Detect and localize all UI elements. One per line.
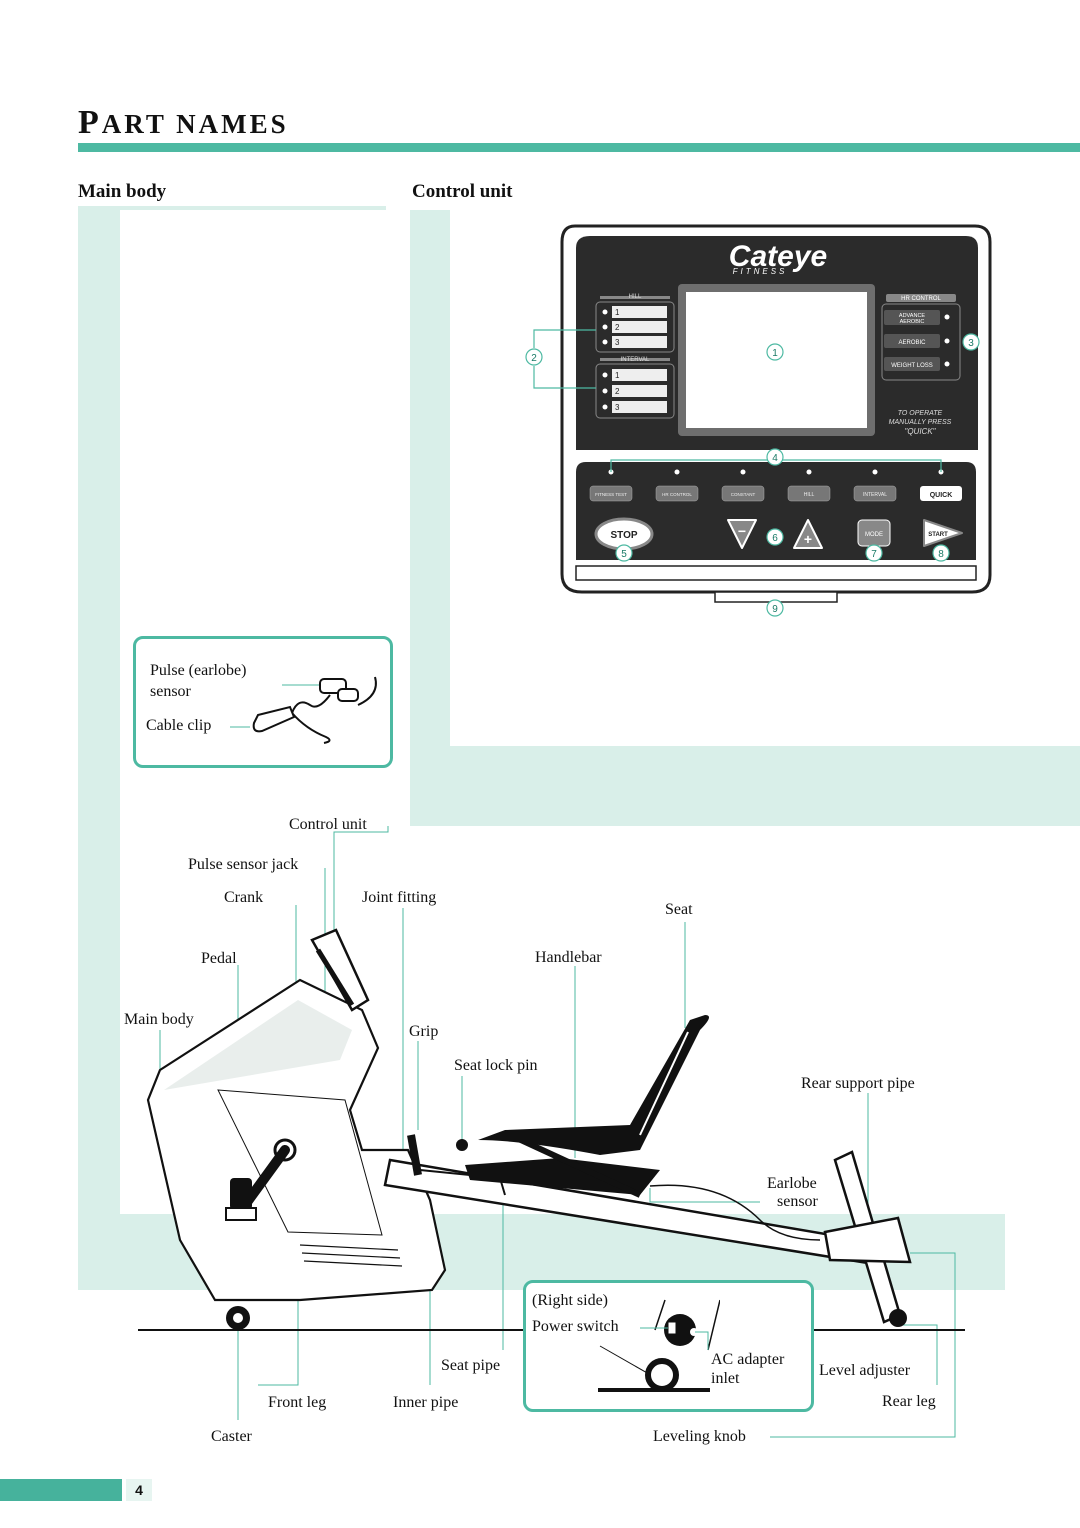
main-body-heading: Main body — [78, 181, 167, 202]
svg-text:2: 2 — [615, 387, 620, 396]
control-unit-heading: Control unit — [412, 181, 513, 202]
svg-text:FITNESS TEST: FITNESS TEST — [595, 492, 627, 497]
power-switch-label: Power switch — [532, 1318, 619, 1335]
main-body-label: Main body — [124, 1011, 194, 1028]
svg-text:STOP: STOP — [610, 530, 637, 541]
right-side-label: (Right side) — [532, 1292, 608, 1309]
svg-text:2: 2 — [531, 353, 537, 364]
earlobe-sensor-drawing — [230, 676, 377, 744]
front-leg-label: Front leg — [268, 1394, 327, 1411]
rear-leg-label: Rear leg — [882, 1393, 936, 1410]
svg-text:6: 6 — [772, 533, 778, 544]
svg-text:INTERVAL: INTERVAL — [621, 357, 650, 363]
svg-text:WEIGHT LOSS: WEIGHT LOSS — [891, 363, 933, 369]
svg-text:3: 3 — [615, 403, 620, 412]
grip-label: Grip — [409, 1023, 439, 1040]
svg-text:HILL: HILL — [804, 492, 815, 498]
svg-text:1: 1 — [772, 348, 778, 359]
crank-label: Crank — [224, 889, 264, 906]
pulse-sensor-label-2: sensor — [150, 683, 191, 700]
svg-text:FITNESS: FITNESS — [733, 267, 788, 276]
svg-text:9: 9 — [772, 604, 778, 615]
svg-text:ADVANCE: ADVANCE — [899, 313, 926, 319]
cable-clip-label: Cable clip — [146, 717, 212, 734]
joint-fitting-label: Joint fitting — [362, 889, 437, 906]
svg-text:3: 3 — [968, 338, 974, 349]
inner-pipe-label: Inner pipe — [393, 1394, 459, 1411]
svg-text:MANUALLY PRESS: MANUALLY PRESS — [889, 419, 952, 426]
earlobe-sensor-label: sensor — [777, 1193, 818, 1210]
svg-text:8: 8 — [938, 549, 944, 560]
seat-label: Seat — [665, 901, 693, 918]
page-title: PART NAMES — [78, 104, 289, 141]
control-unit-label: Control unit — [289, 816, 367, 833]
svg-text:5: 5 — [621, 549, 627, 560]
svg-text:HR CONTROL: HR CONTROL — [662, 492, 692, 497]
level-adjuster-label: Level adjuster — [819, 1362, 911, 1379]
title-rule — [78, 143, 1080, 152]
svg-text:+: + — [804, 531, 812, 547]
handlebar-label: Handlebar — [535, 949, 602, 966]
svg-text:START: START — [928, 532, 948, 538]
svg-text:TO OPERATE: TO OPERATE — [898, 410, 943, 417]
main-body-underline — [78, 206, 386, 210]
earlobe-label: Earlobe — [767, 1175, 817, 1192]
svg-text:−: − — [738, 523, 746, 539]
svg-text:MODE: MODE — [865, 532, 883, 538]
svg-text:CONSTANT: CONSTANT — [731, 492, 756, 497]
svg-text:3: 3 — [615, 338, 620, 347]
svg-text:7: 7 — [871, 549, 877, 560]
svg-text:AEROBIC: AEROBIC — [898, 340, 926, 346]
svg-text:Cateye: Cateye — [729, 240, 827, 273]
ac-adapter-label: AC adapter — [711, 1351, 785, 1368]
control-unit-drawing: Cateye FITNESS HILL 1 2 3 INTERVAL 1 2 3… — [525, 224, 992, 617]
svg-text:1: 1 — [615, 371, 620, 380]
svg-text:4: 4 — [772, 453, 778, 464]
seat-pipe-label: Seat pipe — [441, 1357, 501, 1374]
ac-adapter-inlet-label: inlet — [711, 1370, 740, 1387]
svg-text:AEROBIC: AEROBIC — [900, 319, 925, 325]
page-number: 4 — [126, 1479, 152, 1501]
caster-label: Caster — [211, 1428, 252, 1445]
seat-lock-pin-label: Seat lock pin — [454, 1057, 538, 1074]
svg-text:"QUICK": "QUICK" — [904, 427, 936, 436]
page-number-bar — [0, 1479, 122, 1501]
rear-support-pipe-label: Rear support pipe — [801, 1075, 915, 1092]
right-side-inset — [523, 1280, 814, 1412]
leveling-knob-label: Leveling knob — [653, 1428, 746, 1445]
svg-text:HILL: HILL — [629, 294, 642, 300]
pulse-sensor-label: Pulse (earlobe) — [150, 662, 247, 679]
svg-text:HR CONTROL: HR CONTROL — [901, 296, 941, 302]
svg-text:QUICK: QUICK — [930, 492, 953, 499]
svg-text:2: 2 — [615, 323, 620, 332]
right-side-drawing — [598, 1299, 720, 1392]
pedal-label: Pedal — [201, 950, 237, 967]
svg-text:1: 1 — [615, 308, 620, 317]
pulse-sensor-jack-label: Pulse sensor jack — [188, 856, 299, 873]
svg-text:INTERVAL: INTERVAL — [863, 492, 887, 498]
